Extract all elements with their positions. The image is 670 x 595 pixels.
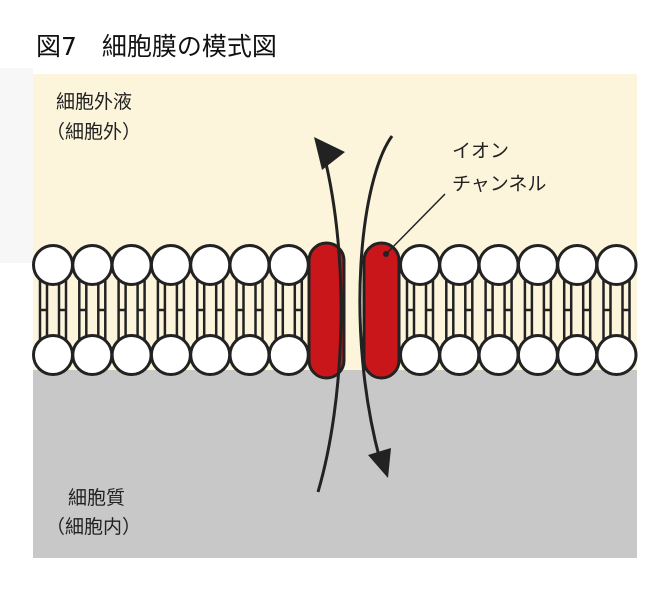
cytoplasm-label: 細胞質	[68, 487, 125, 509]
phospholipid	[189, 244, 232, 376]
lipid-head-inner	[32, 334, 74, 376]
lipid-head-outer	[267, 244, 310, 286]
ion-flow-arrow-outward	[316, 154, 343, 493]
cytoplasm-sublabel: （細胞内）	[46, 516, 141, 538]
phospholipid	[267, 244, 310, 376]
figure-title: 図7 細胞膜の模式図	[36, 32, 277, 61]
lipid-head-inner	[556, 334, 599, 376]
left-margin-panel	[0, 68, 33, 263]
lipid-head-inner	[399, 334, 441, 376]
lipid-head-inner	[71, 334, 114, 376]
phospholipid	[556, 244, 599, 376]
extracellular-sublabel: （細胞外）	[46, 121, 141, 143]
ion-channel-protein-right	[362, 241, 401, 380]
phospholipid	[595, 244, 638, 376]
lipid-head-outer	[228, 244, 271, 286]
lipid-head-outer	[32, 244, 74, 286]
arrowhead-down-icon	[368, 448, 391, 478]
ion-channel-label-2: チャンネル	[452, 173, 546, 195]
lipid-head-inner	[267, 334, 310, 376]
phospholipid	[228, 244, 271, 376]
ion-flow-arrow-inward	[358, 135, 394, 461]
lipid-head-inner	[477, 334, 520, 376]
lipid-head-outer	[110, 244, 153, 286]
lipid-head-inner	[516, 334, 559, 376]
lipid-head-outer	[595, 244, 638, 286]
lipid-head-inner	[189, 334, 232, 376]
lipid-head-inner	[438, 334, 481, 376]
lipid-head-outer	[399, 244, 441, 286]
phospholipid	[516, 244, 559, 376]
ion-channel-label-1: イオン	[452, 140, 509, 162]
phospholipid	[477, 244, 520, 376]
lipid-head-inner	[149, 334, 192, 376]
lipid-head-outer	[189, 244, 232, 286]
phospholipid	[110, 244, 153, 376]
ion-channel-protein-left	[307, 241, 346, 380]
lipid-head-inner	[595, 334, 638, 376]
channel-leader-line	[385, 193, 446, 255]
lipid-head-outer	[556, 244, 599, 286]
arrowhead-up-icon	[314, 137, 345, 170]
lipid-head-outer	[149, 244, 192, 286]
lipid-head-outer	[71, 244, 114, 286]
channel-leader-dot	[383, 251, 389, 257]
extracellular-label: 細胞外液	[56, 91, 132, 113]
phospholipid	[149, 244, 192, 376]
lipid-head-outer	[438, 244, 481, 286]
lipid-head-inner	[110, 334, 153, 376]
lipid-head-inner	[228, 334, 271, 376]
phospholipid	[32, 244, 74, 376]
lipid-head-outer	[516, 244, 559, 286]
lipid-bilayer	[32, 244, 638, 376]
lipid-head-outer	[477, 244, 520, 286]
phospholipid	[438, 244, 481, 376]
